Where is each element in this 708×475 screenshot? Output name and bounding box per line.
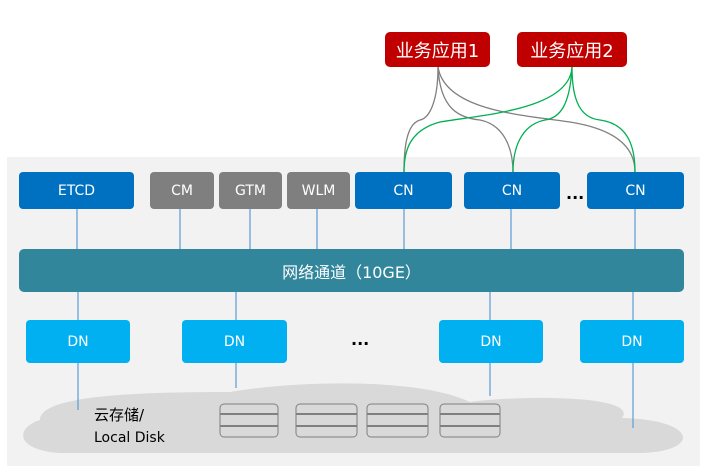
dn-node-2[interactable]: DN bbox=[182, 320, 287, 363]
disk-icon bbox=[219, 403, 279, 438]
cn-node-2[interactable]: CN bbox=[464, 172, 560, 209]
disk-icon bbox=[295, 403, 358, 438]
wlm-node[interactable]: WLM bbox=[287, 172, 350, 209]
disk-icon bbox=[439, 403, 501, 438]
etcd-node[interactable]: ETCD bbox=[19, 172, 134, 209]
app-1[interactable]: 业务应用1 bbox=[385, 32, 490, 67]
disk-stacks bbox=[219, 403, 501, 438]
dn-node-4[interactable]: DN bbox=[580, 320, 684, 363]
storage-label-cn: 云存储/ bbox=[94, 406, 145, 424]
cn-node-1[interactable]: CN bbox=[355, 172, 452, 209]
cn-ellipsis: ... bbox=[566, 184, 585, 203]
dn-node-3[interactable]: DN bbox=[439, 320, 543, 363]
app2-links bbox=[403, 66, 636, 173]
gtm-node[interactable]: GTM bbox=[219, 172, 282, 209]
network-channel: 网络通道（10GE） bbox=[19, 249, 684, 292]
link-lines bbox=[76, 209, 636, 428]
disk-icon bbox=[366, 403, 429, 438]
dn-node-1[interactable]: DN bbox=[26, 320, 130, 363]
app-2[interactable]: 业务应用2 bbox=[517, 32, 627, 67]
app1-links bbox=[403, 66, 636, 173]
cn-node-3[interactable]: CN bbox=[587, 172, 684, 209]
dn-ellipsis: ... bbox=[351, 330, 370, 349]
cm-node[interactable]: CM bbox=[150, 172, 214, 209]
storage-label-en: Local Disk bbox=[94, 430, 165, 446]
